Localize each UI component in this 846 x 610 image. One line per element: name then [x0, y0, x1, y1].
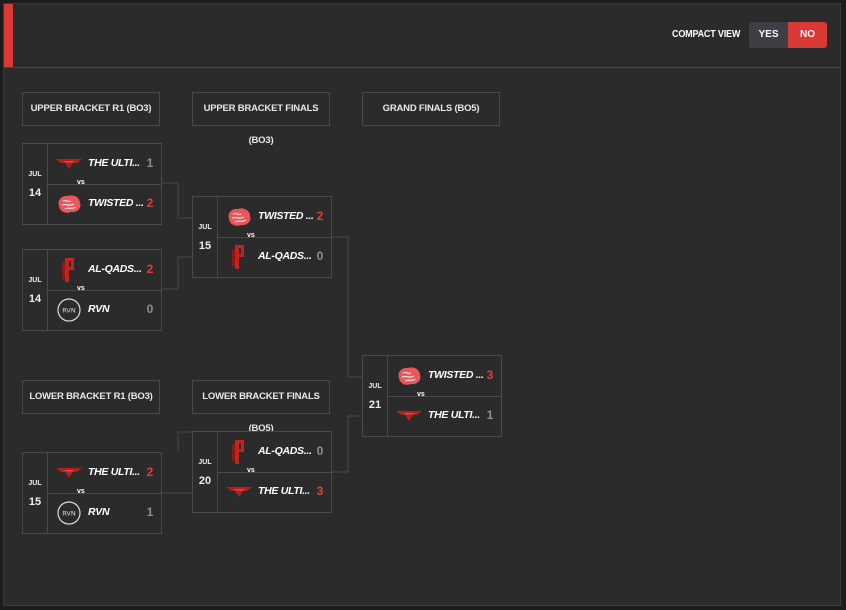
team-name[interactable]: AL-QADS... [258, 445, 312, 457]
team-score: 2 [316, 209, 324, 223]
team-name[interactable]: TWISTED ... [428, 369, 484, 381]
team-score: 1 [146, 156, 154, 170]
rvn-logo-icon: RVN [56, 501, 82, 525]
team-name[interactable]: TWISTED ... [258, 210, 314, 222]
team-score: 0 [316, 444, 324, 458]
vs-label: vs [247, 232, 255, 239]
compact-view-toggle[interactable]: YES NO [749, 22, 827, 48]
accent-bar [4, 4, 13, 67]
match-date: JUL 14 [23, 250, 48, 330]
match-month: JUL [28, 277, 42, 284]
twisted-minds-logo-icon [56, 193, 82, 215]
team-row[interactable]: THE ULTI... 3 [218, 472, 331, 512]
match-date: JUL 14 [23, 144, 48, 224]
team-row[interactable]: AL-QADS... 2 [48, 250, 161, 291]
match-day: 14 [28, 187, 42, 199]
team-score: 0 [146, 302, 154, 316]
al-qadsiah-logo-icon [226, 440, 252, 464]
vs-label: vs [417, 391, 425, 398]
vs-label: vs [77, 179, 85, 186]
round-header-ub-r1: UPPER BRACKET R1 (BO3) [22, 92, 160, 126]
team-name[interactable]: THE ULTI... [428, 409, 480, 421]
compact-view-yes-button[interactable]: YES [749, 22, 788, 48]
team-name[interactable]: THE ULTI... [88, 466, 140, 478]
round-header-ub-finals: UPPER BRACKET FINALS (BO3) [192, 92, 330, 146]
ultimates-logo-icon [56, 462, 82, 484]
team-score: 2 [146, 465, 154, 479]
twisted-minds-logo-icon [396, 365, 422, 387]
ultimates-logo-icon [226, 481, 252, 503]
match-month: JUL [28, 171, 42, 178]
team-name[interactable]: AL-QADS... [88, 263, 142, 275]
vs-label: vs [77, 488, 85, 495]
team-row[interactable]: AL-QADS... 0 [218, 237, 331, 277]
team-name[interactable]: AL-QADS... [258, 250, 312, 262]
team-score: 2 [146, 262, 154, 276]
team-score: 1 [486, 408, 494, 422]
round-header-lb-r1: LOWER BRACKET R1 (BO3) [22, 380, 160, 414]
team-score: 2 [146, 196, 154, 210]
svg-text:RVN: RVN [62, 510, 76, 518]
compact-view-no-button[interactable]: NO [788, 22, 827, 48]
match-month: JUL [198, 459, 212, 466]
match-date: JUL 20 [193, 432, 218, 512]
round-header-lb-finals: LOWER BRACKET FINALS (BO5) [192, 380, 330, 434]
team-score: 3 [486, 368, 494, 382]
vs-label: vs [77, 285, 85, 292]
team-row[interactable]: TWISTED ...2 [218, 197, 331, 238]
team-score: 3 [316, 484, 324, 498]
bracket-header: COMPACT VIEW YES NO [4, 4, 840, 68]
team-row[interactable]: TWISTED ...3 [388, 356, 501, 397]
match-day: 14 [28, 293, 42, 305]
match-day: 21 [368, 399, 382, 411]
team-row[interactable]: RVN RVN 1 [48, 493, 161, 533]
team-name[interactable]: TWISTED ... [88, 197, 144, 209]
team-row[interactable]: TWISTED ...2 [48, 184, 161, 224]
twisted-minds-logo-icon [226, 206, 252, 228]
match-date: JUL 21 [363, 356, 388, 436]
svg-text:RVN: RVN [62, 307, 76, 315]
vs-label: vs [247, 467, 255, 474]
team-row[interactable]: RVN RVN 0 [48, 290, 161, 330]
match-month: JUL [368, 383, 382, 390]
match-date: JUL 15 [193, 197, 218, 277]
al-qadsiah-logo-icon [226, 245, 252, 269]
team-row[interactable]: THE ULTI... 1 [48, 144, 161, 185]
team-name[interactable]: RVN [88, 506, 110, 518]
bracket-panel: COMPACT VIEW YES NO UPPER BRACKET R1 (BO… [3, 3, 841, 606]
team-name[interactable]: THE ULTI... [88, 157, 140, 169]
match-month: JUL [28, 480, 42, 487]
compact-view-label: COMPACT VIEW [672, 29, 741, 40]
team-score: 0 [316, 249, 324, 263]
team-row[interactable]: AL-QADS... 0 [218, 432, 331, 473]
match-month: JUL [198, 224, 212, 231]
ultimates-logo-icon [396, 405, 422, 427]
team-score: 1 [146, 505, 154, 519]
match-date: JUL 15 [23, 453, 48, 533]
ultimates-logo-icon [56, 153, 82, 175]
bracket-connectors [161, 182, 362, 494]
team-row[interactable]: THE ULTI... 2 [48, 453, 161, 494]
rvn-logo-icon: RVN [56, 298, 82, 322]
team-name[interactable]: RVN [88, 303, 110, 315]
team-name[interactable]: THE ULTI... [258, 485, 310, 497]
round-header-grand-finals: GRAND FINALS (BO5) [362, 92, 500, 126]
al-qadsiah-logo-icon [56, 258, 82, 282]
match-day: 20 [198, 475, 212, 487]
match-day: 15 [28, 496, 42, 508]
team-row[interactable]: THE ULTI... 1 [388, 396, 501, 436]
match-day: 15 [198, 240, 212, 252]
